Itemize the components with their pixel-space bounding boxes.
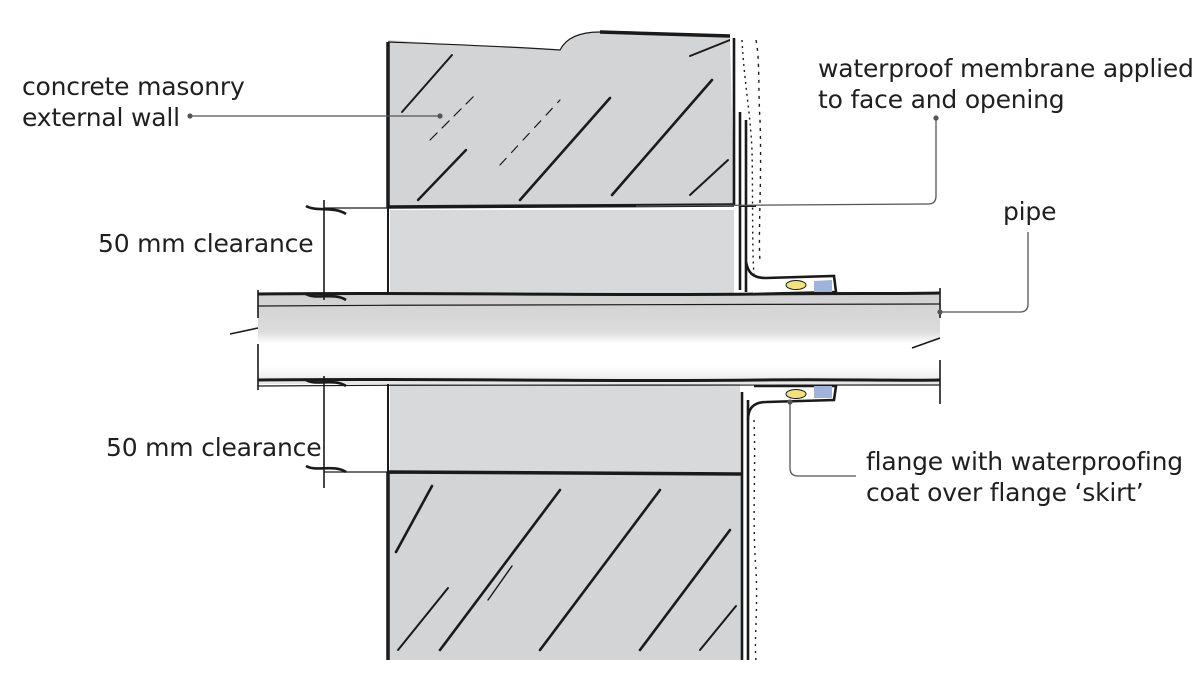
label-membrane-line-1: waterproof membrane applied [818,54,1194,83]
label-clearance-bottom: 50 mm clearance [106,433,322,462]
pipe-top-edge [257,291,941,297]
dimension-bottom [305,376,388,488]
label-membrane: waterproof membrane applied to face and … [818,53,1194,115]
lower-wall-hatch [394,484,737,652]
label-flange-line-1: flange with waterproofing [866,447,1183,476]
lower-wall-outline [386,470,743,660]
lower-clearance-zone [390,382,740,472]
membrane-lower [740,392,750,660]
lower-wall-block [388,472,742,660]
pipe-body [258,294,940,384]
leader-pipe [940,232,1029,313]
upper-flange-skirt [744,261,838,296]
label-flange-line-2: coat over flange ‘skirt’ [866,478,1144,507]
label-pipe: pipe [1003,197,1057,226]
leader-flange [789,402,856,477]
upper-seal-blue [814,280,832,292]
label-wall: concrete masonry external wall [22,71,245,133]
label-clearance-top: 50 mm clearance [98,229,314,258]
upper-clearance-zone [390,210,734,294]
label-wall-line-2: external wall [22,103,180,132]
label-wall-line-1: concrete masonry [22,72,245,101]
upper-wall-hatch [401,39,731,202]
leader-dots [187,113,943,405]
dimension-top [305,200,388,302]
lower-seal-blue [814,386,832,398]
pipe-break-left [229,290,259,390]
leader-membrane [635,118,937,207]
label-flange: flange with waterproofing coat over flan… [866,446,1183,508]
pipe-bottom-edge [257,377,941,383]
lower-seal-yellow [785,389,807,399]
upper-seal-yellow [785,280,807,290]
leader-lines [190,115,1029,477]
upper-wall-block [388,32,734,207]
label-membrane-line-2: to face and opening [818,85,1065,114]
